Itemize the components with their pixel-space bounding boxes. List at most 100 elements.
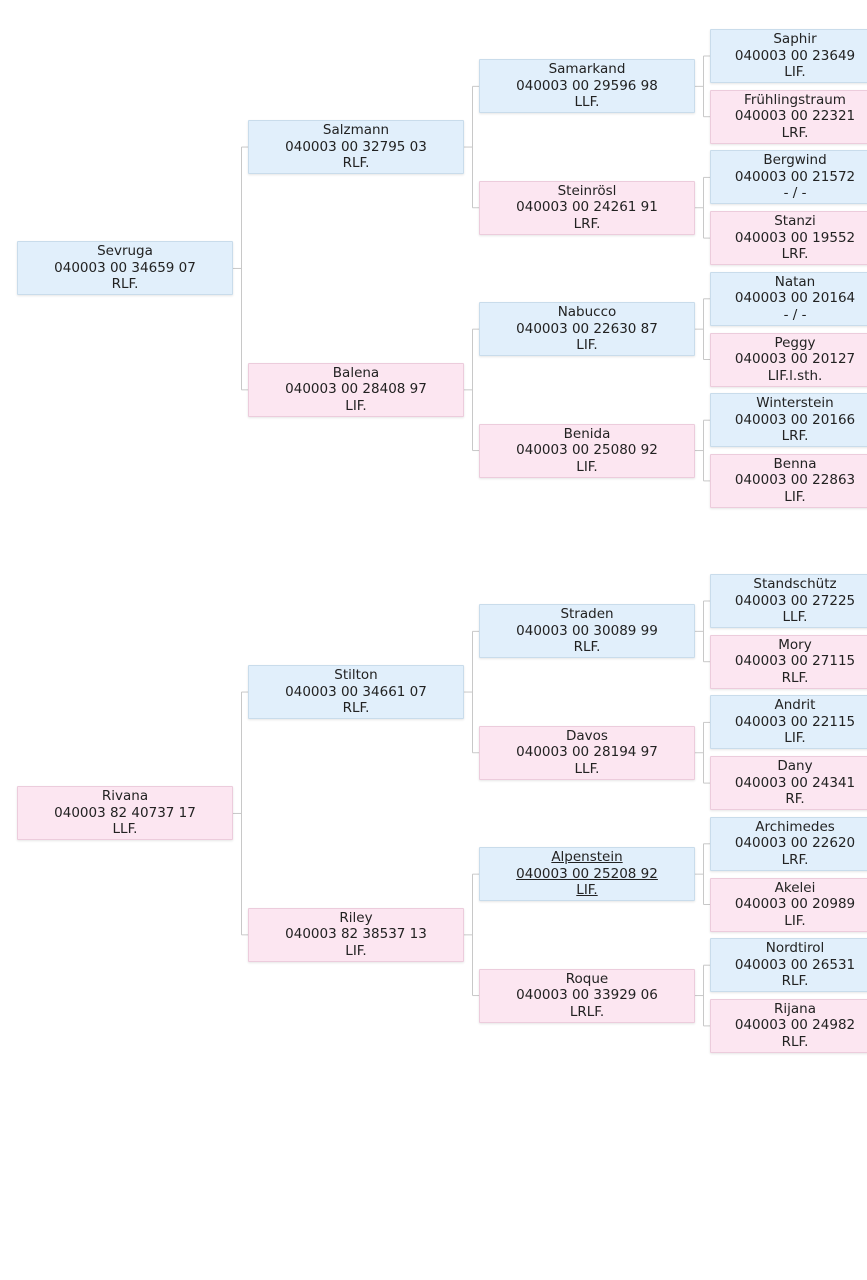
pedigree-node-name: Natan	[774, 273, 816, 290]
pedigree-node-name: Dany	[777, 758, 813, 775]
pedigree-node-reg: 040003 00 22620	[734, 835, 856, 852]
pedigree-node-name: Rijana	[774, 1000, 816, 1017]
pedigree-node-code: RLF.	[342, 155, 370, 172]
pedigree-node-reg: 040003 00 20166	[734, 411, 856, 428]
pedigree-node-code: LLF.	[782, 609, 808, 625]
pedigree-node-code: LRF.	[781, 428, 809, 445]
pedigree-node-code: LRF.	[781, 246, 809, 263]
pedigree-node-reg: 040003 82 40737 17	[54, 804, 196, 821]
pedigree-node-reg: 040003 00 28194 97	[516, 744, 658, 761]
pedigree-node-name: Stanzi	[774, 213, 816, 230]
pedigree-node-reg: 040003 00 28408 97	[285, 381, 427, 398]
pedigree-node-name: Akelei	[774, 879, 816, 896]
pedigree-node-reg: 040003 00 30089 99	[516, 622, 658, 639]
pedigree-node-name: Riley	[339, 909, 373, 926]
pedigree-node-name: Andrit	[774, 697, 816, 714]
pedigree-node-name: Roque	[565, 970, 609, 987]
pedigree-node-reg: 040003 00 34661 07	[285, 683, 427, 700]
pedigree-node-name: Benna	[773, 455, 817, 472]
pedigree-node-name: Saphir	[773, 31, 817, 47]
pedigree-node-name: Bergwind	[763, 152, 827, 169]
pedigree-node-reg: 040003 00 25208 92	[516, 865, 658, 882]
pedigree-node-name: Salzmann	[322, 122, 390, 139]
pedigree-node-code: LRF.	[781, 851, 809, 868]
pedigree-node-code: RLF.	[781, 1033, 809, 1050]
pedigree-node-reg: 040003 00 20127	[734, 351, 856, 367]
pedigree-node-name: Peggy	[774, 334, 816, 351]
pedigree-node-reg: 040003 00 22630 87	[516, 320, 658, 337]
pedigree-node-code: RF.	[785, 791, 805, 808]
pedigree-node-name: Straden	[560, 606, 614, 623]
pedigree-node-name: Steinrösl	[557, 182, 617, 199]
pedigree-node-reg: 040003 00 24261 91	[516, 199, 658, 216]
pedigree-node-reg: 040003 00 24341	[734, 774, 856, 791]
pedigree-node-reg: 040003 00 29596 98	[516, 77, 658, 94]
pedigree-node-reg: 040003 00 22115	[734, 713, 856, 730]
pedigree-node-code: LRF.	[573, 215, 601, 232]
pedigree-node-code: - / -	[783, 306, 807, 323]
pedigree-node-reg: 040003 00 34659 07	[54, 259, 196, 276]
pedigree-node-reg: 040003 00 22321	[734, 108, 856, 125]
pedigree-node-code: LRF.	[781, 124, 809, 141]
pedigree-node-name: Archimedes	[755, 818, 835, 835]
pedigree-node-code: LIF.	[345, 397, 367, 414]
pedigree-node-name: Samarkand	[548, 61, 626, 78]
pedigree-node-name: Mory	[778, 636, 812, 653]
pedigree-node-name: Standschütz	[753, 576, 837, 592]
pedigree-node-name: Balena	[332, 364, 380, 381]
pedigree-node-reg: 040003 00 33929 06	[516, 987, 658, 1004]
pedigree-node-code: RLF.	[781, 669, 809, 686]
pedigree-node-reg: 040003 00 19552	[734, 229, 856, 246]
pedigree-node-code: LIF.	[576, 337, 598, 354]
pedigree-node-code: LLF.	[112, 821, 138, 838]
pedigree-node-name: Stilton	[334, 667, 378, 684]
pedigree-node-code: RLF.	[573, 639, 601, 656]
pedigree-node-code: LRLF.	[569, 1003, 605, 1020]
pedigree-node-reg: 040003 00 21572	[734, 168, 856, 185]
pedigree-node-code: LIF.	[784, 912, 806, 929]
pedigree-node-code: LIF.	[784, 730, 806, 747]
pedigree-node-reg: 040003 00 23649	[734, 47, 856, 64]
pedigree-node-code: LIF.	[345, 942, 367, 959]
pedigree-node-name: Winterstein	[756, 395, 834, 412]
pedigree-node-reg: 040003 00 22863	[734, 472, 856, 489]
pedigree-node-code: LIF.	[784, 64, 806, 80]
pedigree-node-reg: 040003 82 38537 13	[285, 926, 427, 943]
pedigree-node-name: Rivana	[101, 788, 149, 805]
pedigree-node-code: LLF.	[574, 94, 600, 111]
pedigree-node-name: Frühlingstraum	[744, 91, 846, 108]
pedigree-node-reg: 040003 00 27225	[734, 592, 856, 609]
pedigree-node-reg: 040003 00 20989	[734, 896, 856, 912]
pedigree-node-name: Nordtirol	[765, 940, 825, 957]
pedigree-node-name: Davos	[566, 727, 608, 744]
